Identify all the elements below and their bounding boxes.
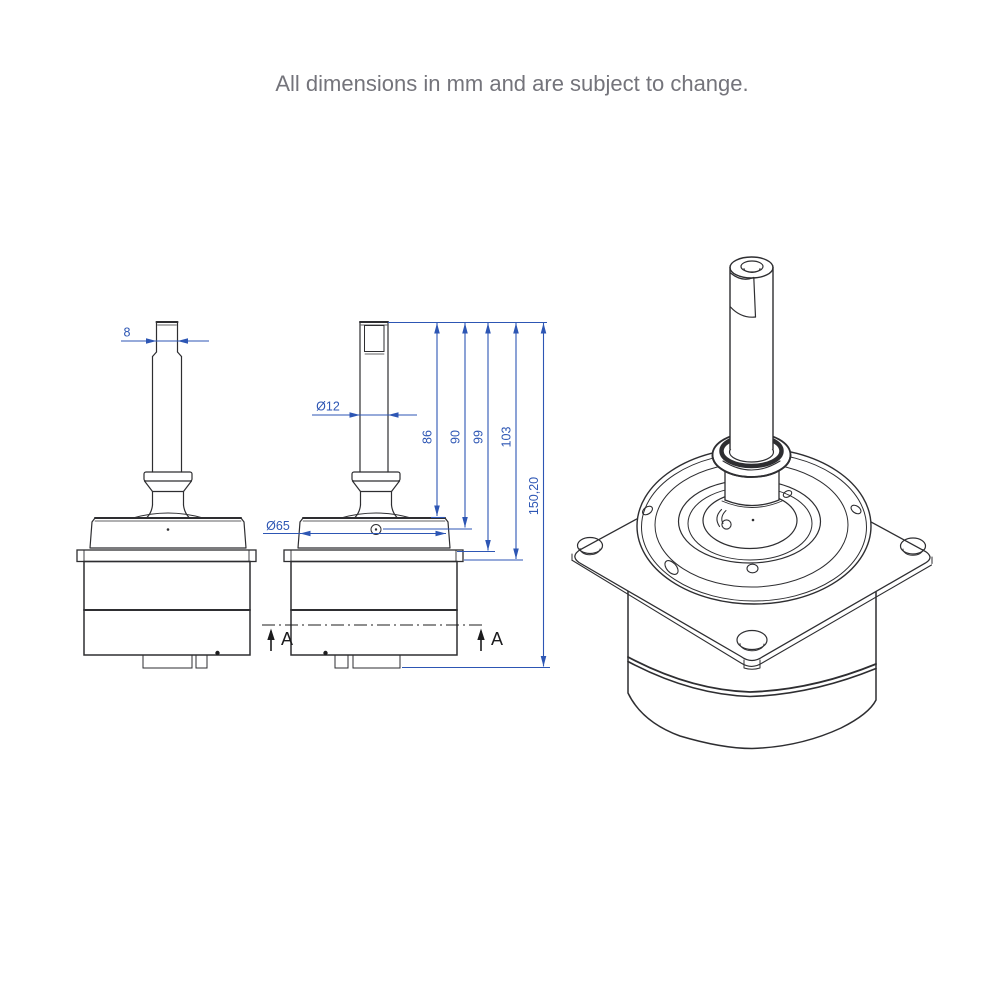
dim-d12-label: Ø12 <box>316 400 340 414</box>
keyway-slot <box>716 508 732 530</box>
dim-103-label: 103 <box>500 427 514 448</box>
front-view <box>76 321 257 669</box>
section-line-AA: A A <box>262 624 503 651</box>
body-seam-line <box>627 656 877 693</box>
iso-view <box>571 256 933 750</box>
plate-holes <box>642 490 862 575</box>
dimension-shaft-flat: 8 <box>121 326 209 344</box>
shaft-flat <box>729 272 757 318</box>
dim-90-label: 90 <box>449 430 463 444</box>
dim-150-label: 150,20 <box>527 477 541 515</box>
dim-86-label: 86 <box>421 430 435 444</box>
side-view <box>283 321 464 669</box>
dimension-lengths: 86 90 99 103 150,20 <box>383 321 550 669</box>
dim-d65-label: Ø65 <box>266 519 290 533</box>
dimension-shaft-diameter: Ø12 <box>312 400 417 418</box>
section-arrow-left <box>267 628 275 640</box>
section-label-left: A <box>281 629 293 649</box>
flange-corner-holes <box>576 536 927 652</box>
drawing-note: All dimensions in mm and are subject to … <box>275 71 749 96</box>
dimension-hub-diameter: Ø65 <box>263 519 446 537</box>
section-label-right: A <box>491 629 503 649</box>
section-arrow-right <box>477 628 485 640</box>
dim-99-label: 99 <box>472 430 486 444</box>
dim-8-label: 8 <box>124 326 131 340</box>
